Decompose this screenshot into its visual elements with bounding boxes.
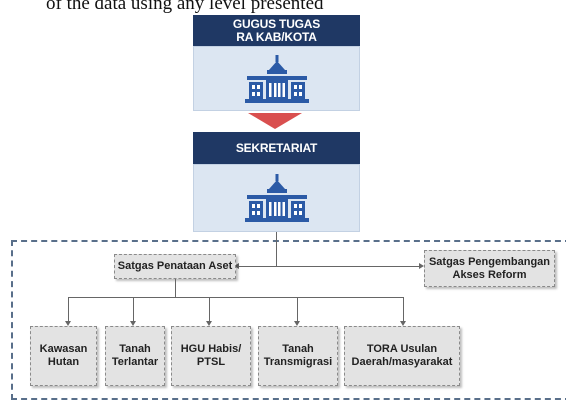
connector-line xyxy=(297,297,298,323)
down-arrow-icon xyxy=(248,113,302,129)
connector-line xyxy=(133,297,134,323)
government-building-icon xyxy=(244,54,309,103)
connector-line xyxy=(276,232,277,266)
sub-node-hgu-habis-ptsl: HGU Habis/ PTSL xyxy=(171,326,251,386)
connector-line xyxy=(68,297,403,298)
arrowhead-icon xyxy=(294,321,300,326)
satgas-pengembangan-akses-reform-node: Satgas Pengembangan Akses Reform xyxy=(424,250,555,287)
arrowhead-icon xyxy=(206,321,212,326)
arrowhead-icon xyxy=(419,263,424,269)
caption-fragment: of the data using any level presented xyxy=(46,0,324,14)
arrowhead-icon xyxy=(130,321,136,326)
government-building-icon xyxy=(244,174,309,222)
sub-node-tanah-terlantar: Tanah Terlantar xyxy=(105,326,165,386)
satgas-penataan-aset-node: Satgas Penataan Aset xyxy=(114,254,236,279)
connector-line xyxy=(403,297,404,323)
sub-node-kawasan-hutan: Kawasan Hutan xyxy=(30,326,97,386)
arrowhead-icon xyxy=(400,321,406,326)
sekretariat-header: SEKRETARIAT xyxy=(193,132,360,164)
sub-node-tanah-transmigrasi: Tanah Transmigrasi xyxy=(258,326,338,386)
connector-line xyxy=(236,266,420,267)
gugus-tugas-icon-panel xyxy=(193,46,360,111)
connector-line xyxy=(68,297,69,323)
gugus-tugas-header: GUGUS TUGAS RA KAB/KOTA xyxy=(193,15,360,46)
arrowhead-icon xyxy=(65,321,71,326)
connector-line xyxy=(209,297,210,323)
arrowhead-icon xyxy=(234,263,239,269)
sekretariat-icon-panel xyxy=(193,164,360,232)
sub-node-tora-usulan: TORA Usulan Daerah/masyarakat xyxy=(344,326,460,386)
connector-line xyxy=(175,279,176,297)
